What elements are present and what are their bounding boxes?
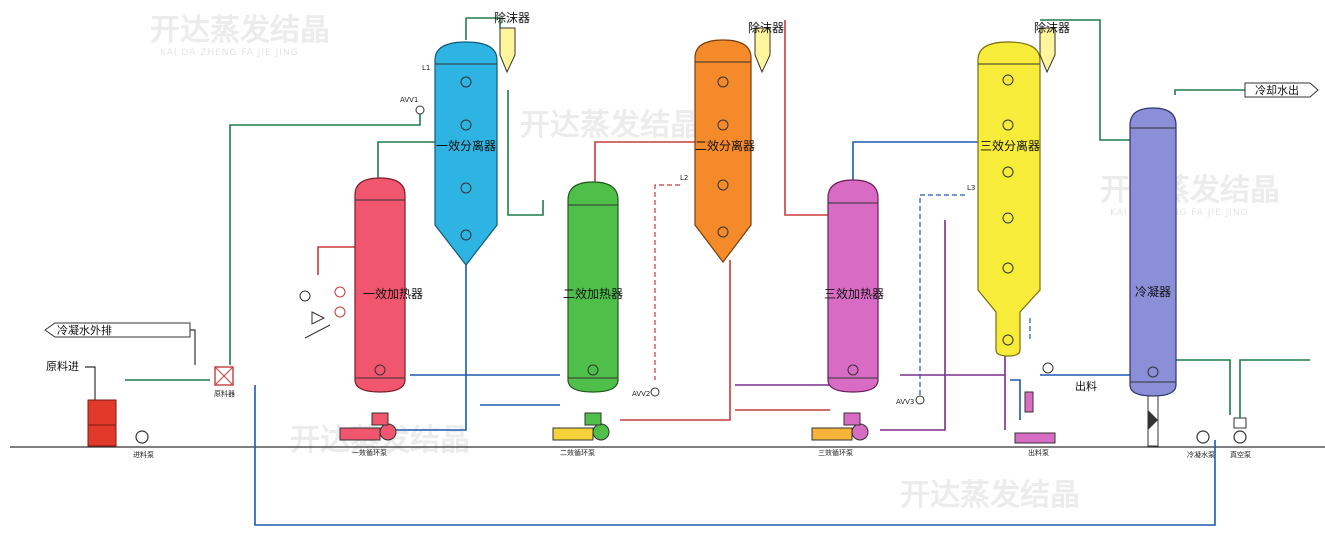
heater-3-label: 三效加热器 <box>824 286 884 301</box>
instrument-l3: L3 AVV3 <box>896 184 975 406</box>
pump-1-label: 一效循环泵 <box>352 448 387 457</box>
feed-pump-label: 进料泵 <box>133 450 154 459</box>
vacuum-pump: 真空泵 <box>1230 359 1310 459</box>
demister-1: 除沫器 <box>494 10 530 74</box>
watermark-text: 开达蒸发结晶 <box>150 13 330 48</box>
demister-2: 除沫器 <box>748 20 784 74</box>
demister-3-label: 除沫器 <box>1034 20 1070 35</box>
instrument-l3-label: L3 <box>967 184 975 192</box>
condensate-pump: 冷凝水泵 <box>1187 430 1215 459</box>
control-lines-blue <box>919 194 1031 395</box>
cooling-water-out: 冷却水出 <box>1244 82 1319 98</box>
discharge-pump-label: 出料泵 <box>1028 448 1049 457</box>
separator-2-label: 二效分离器 <box>695 138 755 153</box>
preheater-label: 原料器 <box>214 389 235 398</box>
green-pipes <box>125 17 1245 415</box>
condensate-out: 冷凝水外排 <box>44 322 196 365</box>
separator-2: 二效分离器 <box>694 39 755 263</box>
separator-1: 一效分离器 <box>434 41 498 266</box>
instrument-avv3-label: AVV3 <box>896 398 914 406</box>
pump-3-label: 三效循环泵 <box>818 448 853 457</box>
feed-pump: 进料泵 <box>133 430 154 459</box>
watermark-text: 开达蒸发结晶 <box>520 108 700 143</box>
separator-3-label: 三效分离器 <box>980 138 1040 153</box>
feed-tank: 原料进 <box>46 359 117 447</box>
separator-3: 三效分离器 <box>977 41 1041 357</box>
heater-1: 一效加热器 <box>354 177 423 393</box>
feed-in-label: 原料进 <box>46 359 79 373</box>
control-lines-red <box>654 184 680 380</box>
product-out-label: 出料 <box>1075 379 1097 393</box>
heater-3: 三效加热器 <box>824 179 884 393</box>
watermark-text: 开达蒸发结晶 <box>1100 173 1280 208</box>
pump-3: 三效循环泵 <box>811 412 869 457</box>
watermark-sub: KAI DA ZHENG FA JIE JING <box>1110 208 1249 218</box>
instrument-l1-label: L1 <box>422 64 430 72</box>
heater-2-label: 二效加热器 <box>563 286 623 301</box>
watermark-text: 开达蒸发结晶 <box>900 478 1080 513</box>
instrument-l2-label: L2 <box>680 174 688 182</box>
demister-1-label: 除沫器 <box>494 10 530 25</box>
instrument-l1: L1 AVV1 <box>400 64 430 115</box>
steam-inlet-valves <box>299 286 346 339</box>
condensate-out-label: 冷凝水外排 <box>57 323 112 337</box>
instrument-l2: L2 AVV2 <box>632 174 688 398</box>
cooling-water-out-label: 冷却水出 <box>1255 83 1299 97</box>
red-pipes <box>317 20 830 421</box>
condensate-pump-label: 冷凝水泵 <box>1187 450 1215 459</box>
vacuum-pump-label: 真空泵 <box>1230 450 1251 459</box>
separator-1-label: 一效分离器 <box>436 138 496 153</box>
pump-2: 二效循环泵 <box>552 412 610 457</box>
preheater: 原料器 <box>214 366 235 398</box>
heater-1-label: 一效加热器 <box>363 286 423 301</box>
demister-2-label: 除沫器 <box>748 20 784 35</box>
watermark-sub: KAI DA ZHENG FA JIE JING <box>160 48 299 58</box>
pump-1: 一效循环泵 <box>339 412 397 457</box>
condenser-label: 冷凝器 <box>1135 284 1171 299</box>
instrument-avv2-label: AVV2 <box>632 390 650 398</box>
purple-pipes <box>735 220 1006 431</box>
demister-3: 除沫器 <box>1034 20 1070 74</box>
pump-2-label: 二效循环泵 <box>560 448 595 457</box>
discharge-pump: 出料泵 出料 <box>1014 362 1097 457</box>
heater-2: 二效加热器 <box>563 181 623 393</box>
condenser: 冷凝器 <box>1129 107 1177 447</box>
instrument-avv1-label: AVV1 <box>400 96 418 104</box>
